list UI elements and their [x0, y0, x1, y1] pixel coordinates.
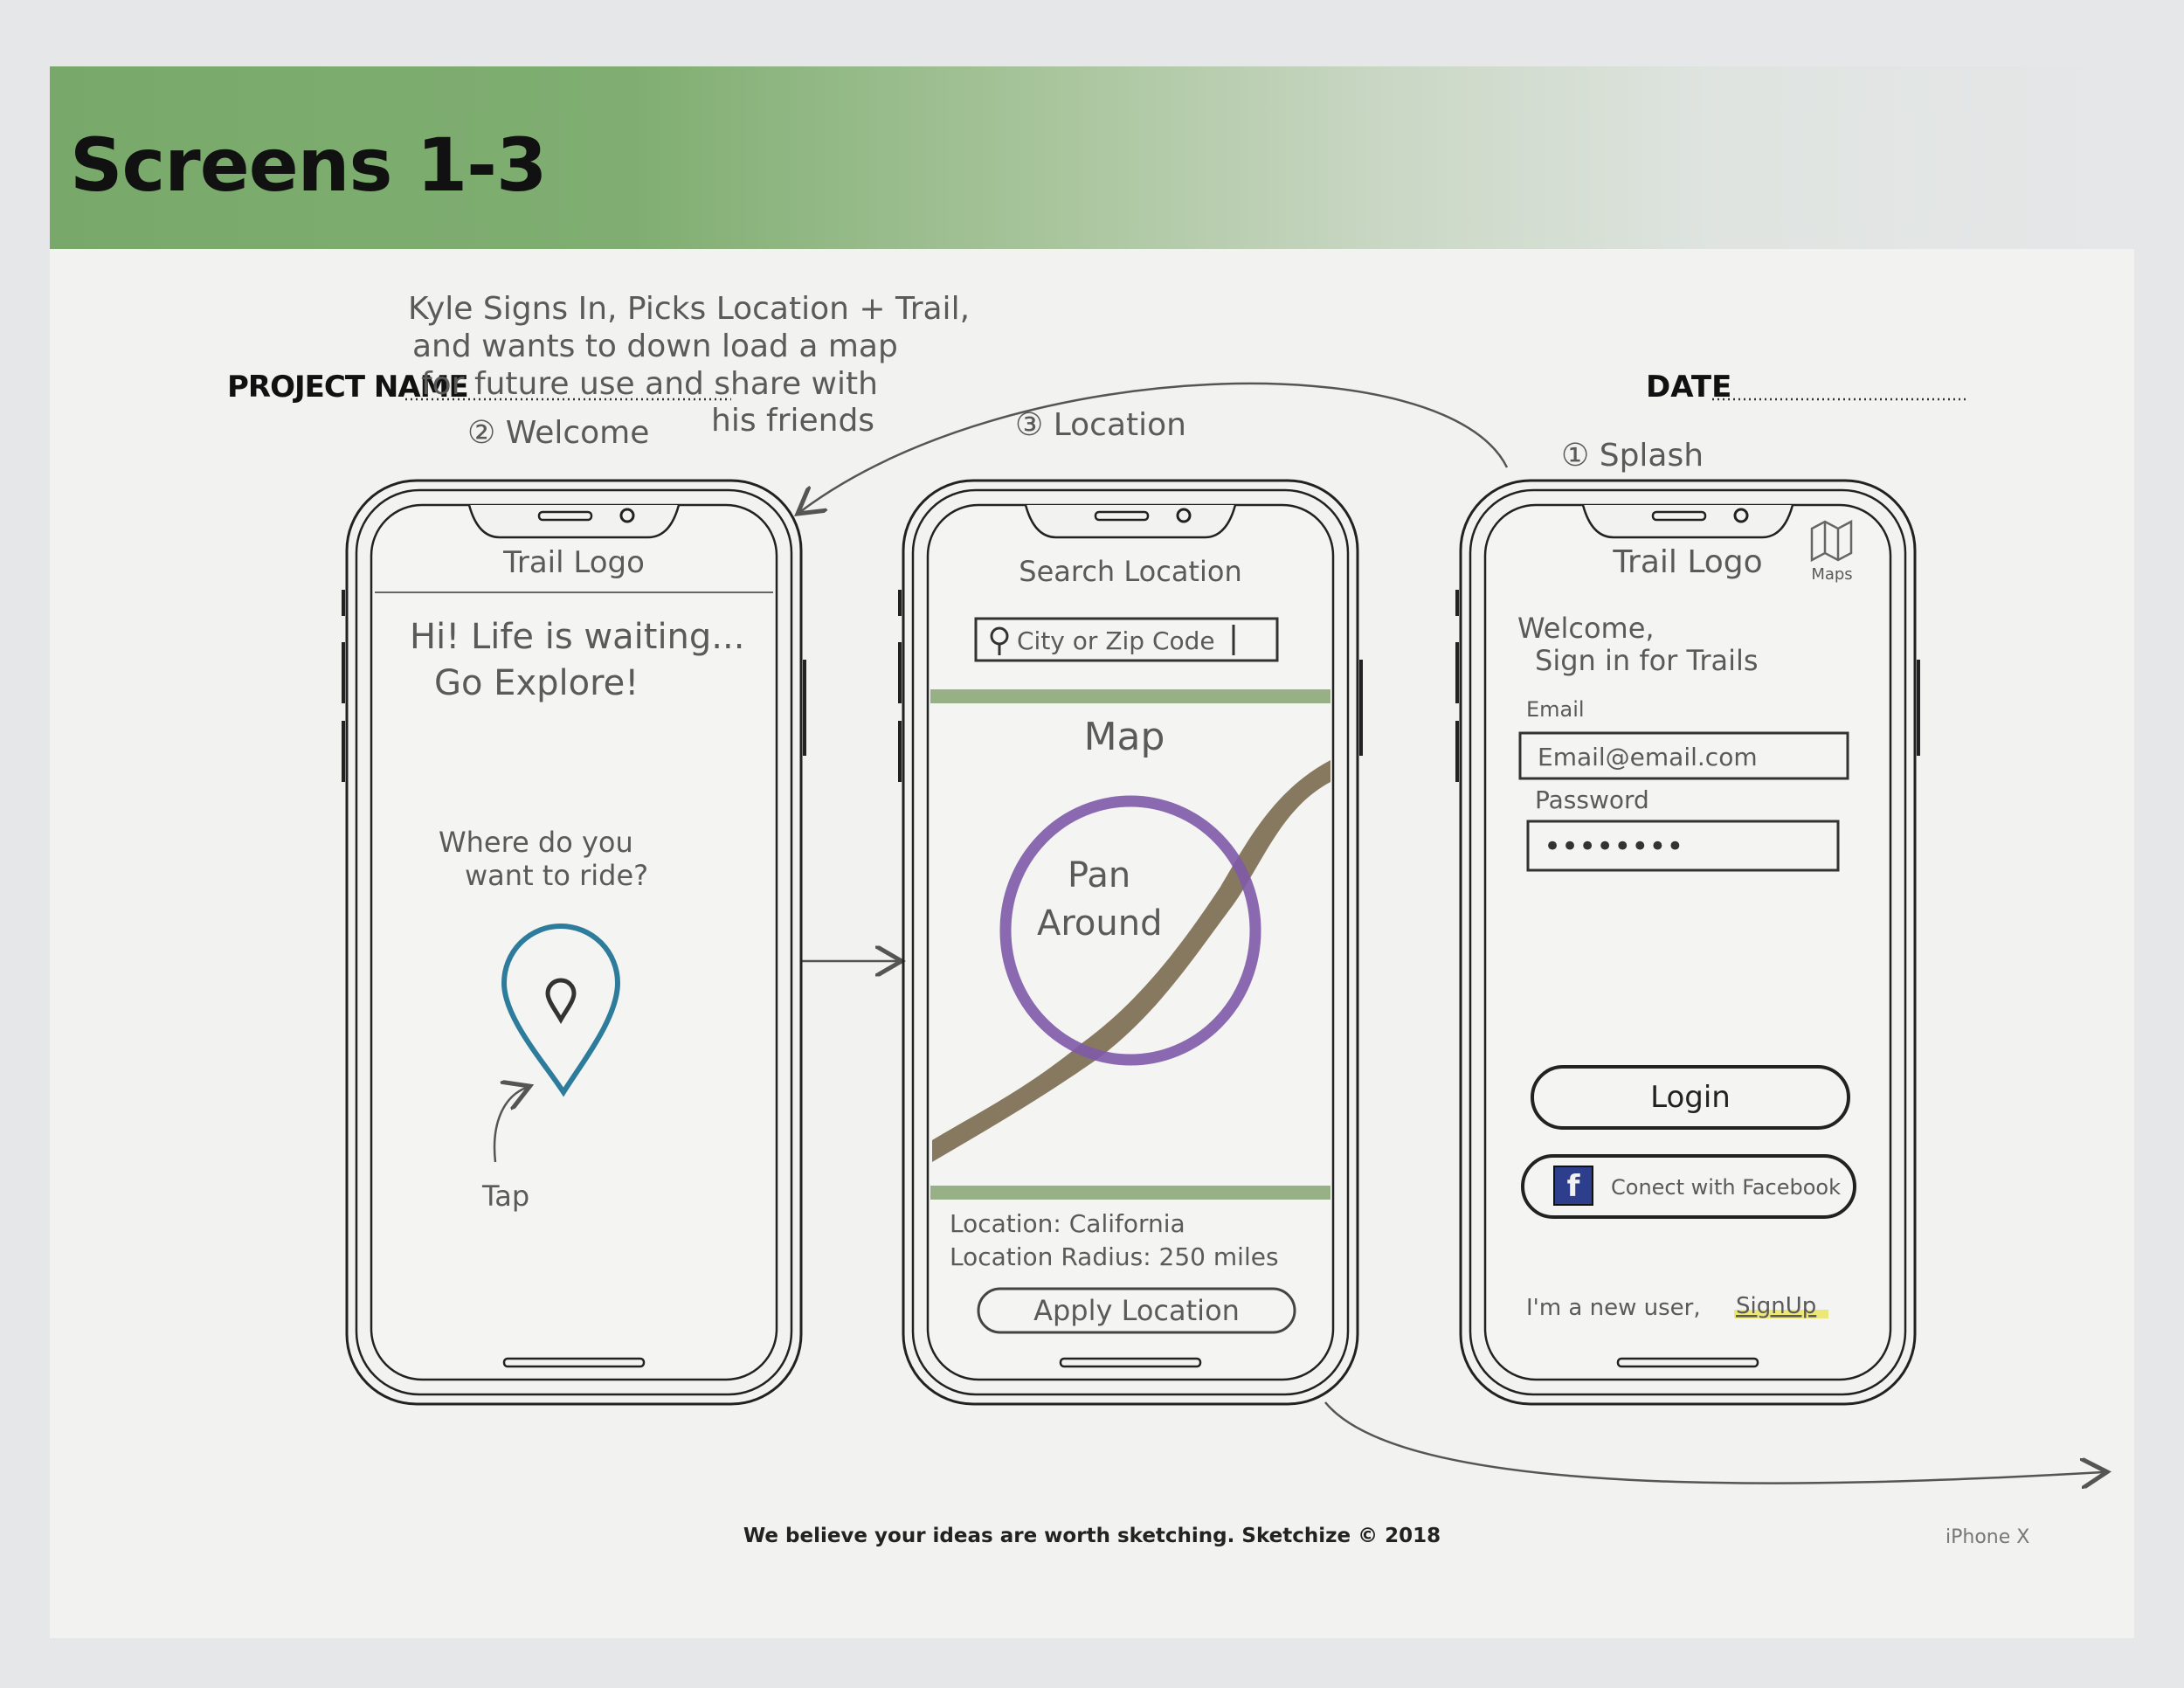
- map-bottom-divider: [930, 1186, 1330, 1200]
- pan-label-line-2: Around: [1037, 903, 1163, 944]
- pan-label-line-1: Pan: [1068, 855, 1130, 896]
- svg-text:f: f: [1567, 1169, 1581, 1204]
- login-label: Login: [1650, 1080, 1731, 1115]
- maps-label: Maps: [1811, 565, 1852, 584]
- new-user-text: I'm a new user,: [1526, 1295, 1701, 1321]
- location-header: Search Location: [1019, 555, 1241, 588]
- search-icon: [990, 626, 1009, 655]
- facebook-label: Conect with Facebook: [1611, 1175, 1841, 1200]
- city-zip-search-input[interactable]: City or Zip Code: [974, 617, 1279, 662]
- search-placeholder: City or Zip Code: [1017, 626, 1215, 655]
- screen-label-location: ③ Location: [1015, 407, 1186, 443]
- connect-facebook-button[interactable]: f Conect with Facebook: [1521, 1154, 1856, 1219]
- password-value: ••••••••: [1544, 829, 1683, 864]
- title-banner: [50, 66, 2134, 250]
- tap-arrow: [493, 1088, 526, 1163]
- email-value: Email@email.com: [1538, 743, 1758, 771]
- tap-label: Tap: [481, 1180, 529, 1213]
- note-line-4: his friends: [711, 403, 874, 439]
- screen-label-welcome: ② Welcome: [467, 415, 649, 451]
- map-top-divider: [930, 689, 1330, 703]
- apply-location-label: Apply Location: [1033, 1294, 1240, 1327]
- welcome-header-logo: Trail Logo: [502, 545, 645, 580]
- note-line-1: Kyle Signs In, Picks Location + Trail,: [408, 291, 970, 327]
- maps-button[interactable]: Maps: [1810, 519, 1853, 584]
- welcome-question-line-2: want to ride?: [465, 859, 648, 892]
- welcome-greeting-line-2: Go Explore!: [434, 663, 639, 703]
- password-input[interactable]: ••••••••: [1526, 820, 1840, 872]
- location-value: Location: California: [950, 1209, 1185, 1238]
- flow-arrow-location-onward: [1324, 1401, 2103, 1484]
- flow-arrow-splash-to-welcome: [801, 382, 1509, 511]
- slide-title: Screens 1-3: [70, 122, 547, 208]
- welcome-question-line-1: Where do you: [439, 826, 633, 859]
- map-label: Map: [1084, 715, 1165, 759]
- login-button[interactable]: Login: [1531, 1065, 1850, 1130]
- email-label: Email: [1526, 697, 1585, 722]
- email-input[interactable]: Email@email.com: [1518, 731, 1849, 780]
- sketch-paper: PROJECT NAME DATE Kyle Signs In, Picks L…: [50, 249, 2134, 1638]
- map-icon: [1810, 519, 1853, 563]
- welcome-text-line-2: Sign in for Trails: [1535, 644, 1759, 677]
- screen-label-splash: ① Splash: [1561, 438, 1704, 474]
- phone-location: Search Location City or Zip Code Map Pan…: [898, 479, 1363, 1406]
- phone-welcome: Trail Logo Hi! Life is waiting... Go Exp…: [342, 479, 806, 1406]
- signup-highlight: [1734, 1310, 1828, 1318]
- sketch-drawing: Kyle Signs In, Picks Location + Trail, a…: [342, 291, 2134, 1638]
- pan-area-circle: [999, 795, 1261, 1066]
- trail-path: [932, 760, 1330, 1162]
- device-label: iPhone X: [1946, 1526, 2030, 1548]
- apply-location-button[interactable]: Apply Location: [977, 1287, 1296, 1334]
- template-footer: We believe your ideas are worth sketchin…: [743, 1525, 1441, 1547]
- welcome-text-line-1: Welcome,: [1517, 612, 1655, 645]
- map-area[interactable]: Map Pan Around: [932, 715, 1330, 1162]
- password-label: Password: [1535, 785, 1649, 814]
- location-radius-value: Location Radius: 250 miles: [950, 1242, 1279, 1271]
- welcome-greeting-line-1: Hi! Life is waiting...: [410, 617, 744, 657]
- splash-header-logo: Trail Logo: [1612, 544, 1762, 580]
- location-pin-icon[interactable]: [501, 924, 621, 1097]
- date-label: DATE: [1646, 370, 1732, 405]
- note-line-2: and wants to down load a map: [412, 329, 898, 364]
- facebook-icon: f: [1553, 1166, 1593, 1206]
- signup-link[interactable]: SignUp: [1736, 1293, 1816, 1319]
- note-line-3: for future use and share with: [421, 366, 878, 402]
- project-name-label: PROJECT NAME: [227, 370, 469, 405]
- phone-splash: Trail Logo Maps Welcome, Sign in for Tra…: [1455, 479, 1920, 1406]
